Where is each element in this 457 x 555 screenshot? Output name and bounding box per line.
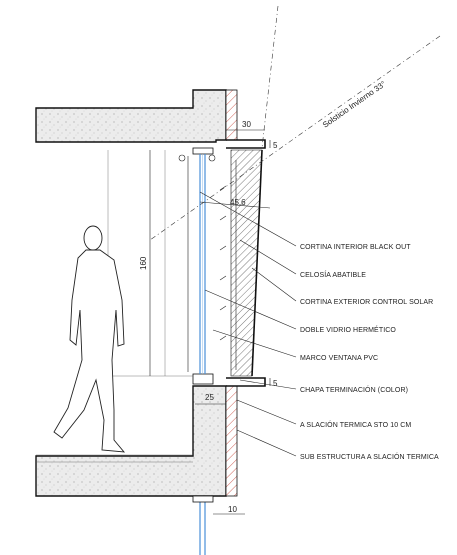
dim-top-overhang: 30 [242, 120, 251, 129]
floor-finish [36, 454, 193, 463]
human-figure [53, 225, 126, 453]
callout-window-frame: MARCO VENTANA PVC [300, 355, 378, 362]
lower-slab [35, 385, 227, 497]
double-glazing [199, 154, 206, 374]
callout-exterior-curtain: CORTINA EXTERIOR CONTROL SOLAR [300, 299, 433, 306]
dimension-lines [149, 129, 271, 515]
dim-louver-depth: 45.6 [230, 198, 246, 207]
callout-interior-curtain: CORTINA INTERIOR BLACK OUT [300, 244, 411, 251]
callout-louver: CELOSÍA ABATIBLE [300, 270, 366, 279]
dim-foot: 10 [228, 505, 237, 514]
callout-double-glazing: DOBLE VIDRIO HERMÉTICO [300, 325, 396, 334]
upper-slab [35, 89, 227, 143]
callout-flashing: CHAPA TERMINACIÓN (COLOR) [300, 385, 408, 394]
dim-bottom-slab-edge: 5 [273, 379, 278, 388]
solar-shade-fins [219, 185, 227, 341]
upper-flashing [226, 139, 266, 149]
sun-angle-label: Solsticio Invierno 33° [321, 79, 387, 129]
callout-insulation: A SLACIÓN TERMICA STO 10 CM [300, 420, 411, 429]
glazing-below [192, 495, 214, 555]
upper-insulation [225, 89, 238, 141]
dim-sill-depth: 25 [205, 393, 214, 402]
interior-curtain [100, 150, 216, 377]
lower-flashing [226, 377, 266, 387]
dim-window-height: 160 [139, 256, 148, 270]
window-frame [192, 147, 214, 385]
lower-insulation [225, 385, 238, 497]
exterior-louvers [230, 149, 263, 377]
dim-top-slab-edge: 5 [273, 141, 278, 150]
callout-substructure: SUB ESTRUCTURA A SLACIÓN TERMICA [300, 452, 439, 461]
callout-leaders [199, 191, 297, 457]
